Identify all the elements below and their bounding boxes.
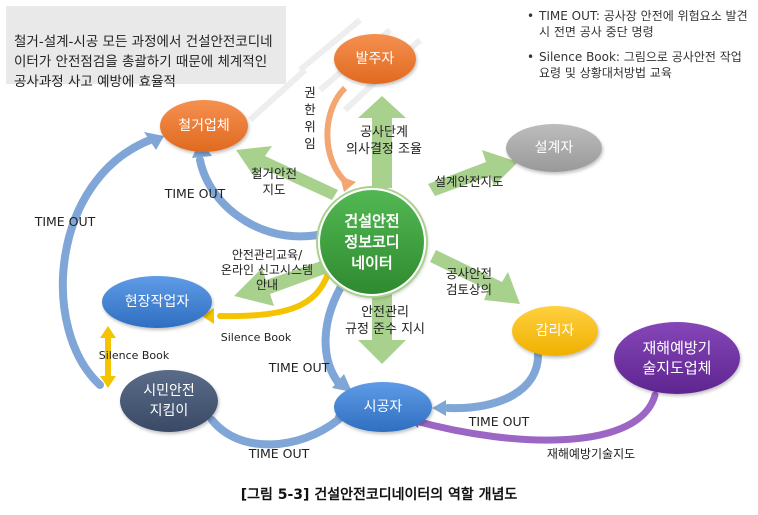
node-supervisor: 감리자 (512, 306, 598, 356)
label-construction-review: 공사안전 검토상의 (445, 266, 492, 297)
node-contractor: 시공자 (334, 382, 432, 432)
arrow-to-demolition (236, 146, 338, 200)
label-disaster-guidance: 재해예방기술지도 (546, 447, 636, 461)
yellow-arrows (105, 265, 333, 383)
arrow-to-supervisor (430, 250, 520, 304)
node-disaster-consultant: 재해예방기 술지도업체 (614, 322, 740, 394)
node-client: 발주자 (334, 34, 416, 84)
timeout-to-demolition (196, 156, 334, 241)
arrow-to-client (358, 96, 406, 188)
intro-box: 철거-설계-시공 모든 과정에서 건설안전코디네 이터가 안전점검을 총괄하기 … (6, 6, 286, 90)
label-timeout-left: TIME OUT (34, 214, 96, 229)
note-timeout: TIME OUT: 공사장 안전에 위험요소 발견 시 전면 공사 중단 명령 (525, 8, 755, 40)
label-silence-book-worker: Silence Book (220, 331, 292, 344)
label-silence-book-citizen: Silence Book (98, 349, 170, 362)
green-arrows (234, 96, 520, 364)
label-project-stage: 공사단계 의사결정 조율 (346, 125, 422, 157)
disaster-guidance-arrow (408, 391, 659, 444)
timeout-citizen-to-contractor (208, 416, 342, 449)
arrow-to-designer (428, 150, 518, 196)
arrow-to-field-worker (234, 258, 336, 306)
timeout-center-to-contractor (321, 276, 349, 389)
intro-text: 철거-설계-시공 모든 과정에서 건설안전코디네 이터가 안전점검을 총괄하기 … (14, 34, 273, 90)
notes-list: TIME OUT: 공사장 안전에 위험요소 발견 시 전면 공사 중단 명령 … (525, 8, 755, 90)
blue-arrows (58, 136, 543, 449)
node-designer: 설계자 (506, 124, 602, 172)
label-regulation: 안전관리 규정 준수 지시 (344, 305, 426, 337)
label-education: 안전관리교육/ 온라인 신고시스템 안내 (220, 248, 314, 292)
label-demolition-guidance: 철거안전 지도 (250, 166, 297, 197)
authority-arrow (324, 85, 351, 187)
figure-caption: [그림 5-3] 건설안전코디네이터의 역할 개념도 (240, 487, 518, 503)
timeout-citizen-to-demolition (58, 136, 154, 389)
label-design-guidance: 설계안전지도 (434, 174, 504, 189)
label-timeout-demolition: TIME OUT (164, 186, 226, 201)
label-timeout-contractor: TIME OUT (268, 360, 330, 375)
node-demolition: 철거업체 (160, 100, 248, 152)
note-silence-book: Silence Book: 그림으로 공사안전 작업 요령 및 상황대처방법 교… (525, 49, 755, 81)
label-timeout-bottom: TIME OUT (248, 446, 310, 461)
silence-book-to-worker (217, 265, 333, 320)
node-citizen: 시민안전 지킴이 (120, 370, 218, 432)
timeout-supervisor-to-contractor (444, 348, 543, 413)
node-field-worker: 현장작업자 (102, 276, 212, 328)
label-authority: 권 한 위 임 (304, 85, 316, 151)
node-center: 건설안전 정보코디 네이터 (318, 188, 426, 296)
label-timeout-supervisor: TIME OUT (468, 414, 530, 429)
arrow-to-contractor (358, 290, 406, 364)
